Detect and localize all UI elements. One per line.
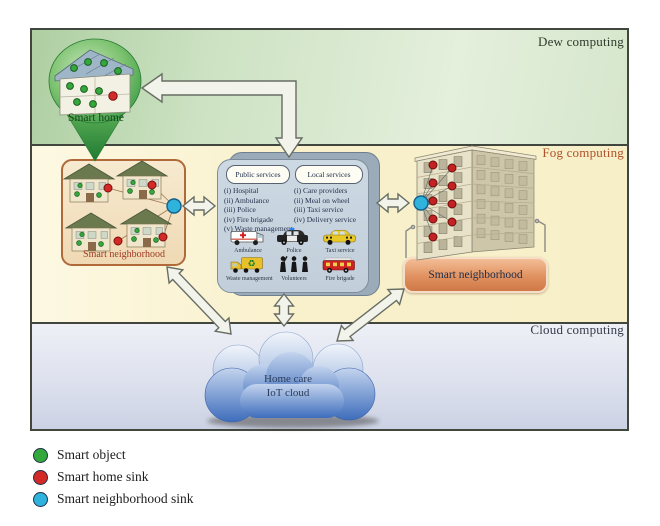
- public-services-list: (i) Hospital (ii) Ambulance (iii) Police…: [224, 186, 293, 234]
- taxi-icon: [323, 229, 356, 245]
- legend-label: Smart neighborhood sink: [57, 491, 194, 506]
- list-item: (iii) Police: [224, 205, 256, 215]
- legend-item: Smart home sink: [33, 466, 194, 488]
- legend-label: Smart home sink: [57, 469, 149, 484]
- smart-home-label: Smart home: [68, 112, 124, 124]
- list-item: (iii) Taxi service: [294, 205, 344, 215]
- left-neighborhood-label: Smart neighborhood: [83, 249, 165, 260]
- legend: Smart object Smart home sink Smart neigh…: [33, 444, 194, 510]
- service-label: Ambulance: [234, 248, 262, 254]
- cloud-band-label: Cloud computing: [530, 322, 624, 337]
- cloud-label-line2: IoT cloud: [266, 387, 310, 399]
- service-fire-brigade: Fire brigade: [318, 253, 362, 283]
- list-item: (i) Hospital: [224, 186, 259, 195]
- list-item: (ii) Ambulance: [224, 195, 270, 205]
- service-label: Taxi service: [325, 248, 355, 254]
- service-police: Police: [272, 225, 316, 255]
- smart-object-dot: [33, 447, 48, 463]
- list-item: (i) Care providers: [294, 186, 348, 195]
- cloud-label-line1: Home care: [264, 373, 312, 385]
- service-label: Fire brigade: [325, 276, 355, 282]
- volunteers-icon: [280, 256, 308, 272]
- police-car-icon: [277, 227, 308, 245]
- service-label: Waste management: [226, 276, 273, 282]
- service-volunteers: Volunteers: [272, 253, 316, 283]
- svg-text:♻: ♻: [247, 260, 255, 270]
- local-services-header: Local services: [295, 165, 363, 184]
- list-item: (iv) Delivery service: [294, 214, 357, 224]
- service-label: Volunteers: [281, 276, 307, 282]
- fog-band-label: Fog computing: [542, 145, 624, 160]
- legend-item: Smart object: [33, 444, 194, 466]
- service-label: Police: [286, 248, 302, 254]
- public-services-header: Public services: [226, 165, 290, 184]
- service-taxi: Taxi service: [318, 225, 362, 255]
- list-item: (ii) Meal on wheel: [294, 195, 350, 205]
- ambulance-icon: [230, 231, 264, 246]
- list-item: (iv) Fire brigade: [224, 214, 274, 224]
- service-waste: ♻ Waste management: [226, 253, 273, 283]
- dew-band-label: Dew computing: [537, 34, 624, 49]
- cloud-label: Home care IoT cloud: [238, 372, 338, 400]
- fire-truck-icon: [322, 257, 355, 273]
- smart-neighborhood-sink-dot: [33, 491, 48, 507]
- smart-home-sink-dot: [33, 469, 48, 485]
- legend-item: Smart neighborhood sink: [33, 488, 194, 510]
- right-neighborhood-label: Smart neighborhood: [428, 269, 523, 281]
- right-neighborhood-label-plate: Smart neighborhood: [403, 257, 548, 293]
- local-services-list: (i) Care providers (ii) Meal on wheel (i…: [294, 186, 356, 224]
- legend-label: Smart object: [57, 447, 126, 462]
- waste-truck-icon: ♻: [230, 257, 263, 273]
- service-ambulance: Ambulance: [226, 225, 270, 255]
- list-item: (v) Waste management: [224, 224, 293, 234]
